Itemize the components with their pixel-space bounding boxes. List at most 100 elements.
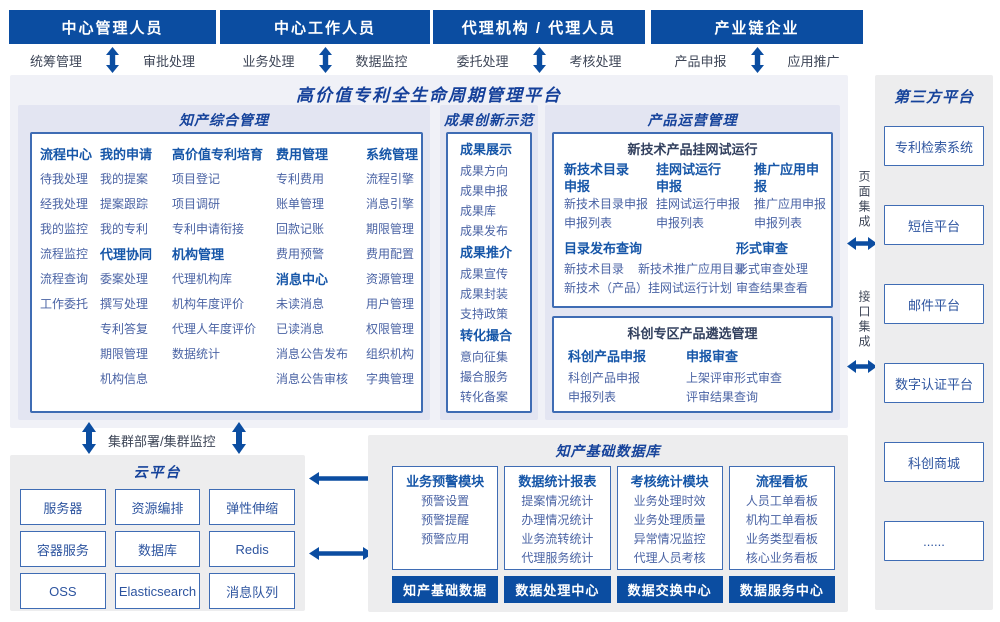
role-box-industry-chain: 产业链企业 (651, 10, 863, 44)
third-party-system: 短信平台 (884, 205, 984, 245)
menu-item: 回款记账 (276, 222, 325, 236)
menu-group-header: 申报审查 (686, 349, 739, 364)
role-action-label: 考核处理 (569, 53, 622, 69)
menu-item: 转化备案 (460, 390, 509, 404)
db-module: 业务预警模块 预警设置预警提醒预警应用 知产基础数据 (392, 466, 499, 603)
menu-item: 用户管理 (366, 297, 415, 311)
section-achievement: 成果创新示范 成果展示成果方向成果申报成果库成果发布成果推介成果宣传成果封装支持… (440, 105, 538, 420)
menu-items: 新技术目录新技术推广应用目录新技术（产品）挂网试运行计划 (564, 260, 746, 298)
menu-group-header: 转化撮合 (460, 328, 513, 343)
menu-group-header: 数据统计报表 (518, 474, 597, 489)
menu-items: 挂网试运行申报申报列表 (656, 195, 754, 233)
menu-item: 新技术（产品）挂网试运行计划 (564, 281, 733, 295)
role-box-center-staff: 中心工作人员 (220, 10, 430, 44)
role-actions: 产品申报 应用推广 (651, 47, 863, 73)
menu-group-header: 代理协同 (100, 247, 153, 262)
vertical-double-arrow-icon (232, 422, 246, 454)
menu-item: 消息公告审核 (276, 372, 349, 386)
vertical-double-arrow-icon (106, 47, 119, 73)
db-module-item: 代理服务统计 (521, 551, 594, 565)
menu-item: 字典管理 (366, 372, 415, 386)
menu-item: 成果封装 (460, 287, 509, 301)
vertical-double-arrow-icon (82, 422, 96, 454)
menu-item: 代理人年度评价 (172, 322, 257, 336)
achievement-box: 成果展示成果方向成果申报成果库成果发布成果推介成果宣传成果封装支持政策转化撮合意… (446, 132, 532, 413)
role-actions: 委托处理 考核处理 (433, 47, 645, 73)
menu-group-header: 流程看板 (755, 474, 808, 489)
platform-container: 高价值专利全生命周期管理平台 知产综合管理 流程中心待我处理经我处理我的监控流程… (10, 75, 848, 428)
db-module-item: 预警设置 (421, 494, 470, 508)
menu-items: 人员工单看板机构工单看板业务类型看板核心业务看板 (730, 492, 834, 568)
menu-item: 申报列表 (754, 216, 803, 230)
section-title: 成果创新示范 (444, 112, 534, 128)
menu-group-header: 流程中心 (40, 147, 93, 162)
menu-item: 成果申报 (460, 184, 509, 198)
section-product-operations: 产品运营管理 新技术产品挂网试运行 新技术目录申报 新技术目录申报申报列表 挂网… (545, 105, 840, 420)
catalog-query-group: 目录发布查询 新技术目录新技术推广应用目录新技术（产品）挂网试运行计划 (564, 237, 746, 298)
horizontal-double-arrow-icon (847, 237, 877, 250)
platform-title: 高价值专利全生命周期管理平台 (296, 86, 562, 105)
ip-database-title: 知产基础数据库 (555, 443, 661, 459)
menu-item: 期限管理 (366, 222, 415, 236)
db-module-box: 数据统计报表 提案情况统计办理情况统计业务流转统计代理服务统计 (504, 466, 611, 570)
menu-group-header: 费用管理 (276, 147, 329, 162)
third-party-title: 第三方平台 (893, 89, 974, 106)
new-tech-bottom: 目录发布查询 新技术目录新技术推广应用目录新技术（产品）挂网试运行计划 形式审查… (554, 233, 831, 298)
cloud-service: 消息队列 (209, 573, 295, 609)
menu-group-header: 成果展示 (460, 142, 513, 157)
cloud-service: Redis (209, 531, 295, 567)
cloud-service: 弹性伸缩 (209, 489, 295, 525)
vertical-double-arrow-icon (318, 47, 332, 73)
db-module-box: 考核统计模块 业务处理时效业务处理质量异常情况监控代理人员考核 (616, 466, 723, 570)
role-action-label: 数据监控 (355, 53, 408, 69)
menu-item: 组织机构 (366, 347, 415, 361)
menu-item: 提案跟踪 (100, 197, 149, 211)
db-module-item: 办理情况统计 (521, 513, 594, 527)
menu-item: 已读消息 (276, 322, 325, 336)
menu-item: 费用配置 (366, 247, 415, 261)
menu-items: 科创产品申报申报列表 (568, 369, 686, 407)
menu-item: 数据统计 (172, 347, 221, 361)
db-center-bar: 知产基础数据 (392, 576, 499, 603)
role-box-center-managers: 中心管理人员 (9, 10, 216, 44)
page-integration-label: 页面集成 (857, 170, 871, 230)
role-action-label: 委托处理 (456, 53, 509, 69)
menu-item: 项目调研 (172, 197, 221, 211)
menu-item: 费用预警 (276, 247, 325, 261)
menu-column: 科创产品申报 科创产品申报申报列表 (568, 344, 686, 407)
menu-items: 新技术目录申报申报列表 (564, 195, 656, 233)
menu-item: 我的提案 (100, 172, 149, 186)
menu-item: 流程查询 (40, 272, 89, 286)
cloud-service: OSS (20, 573, 106, 609)
menu-item: 撰写处理 (100, 297, 149, 311)
menu-items: 上架评审形式审查评审结果查询 (686, 369, 831, 407)
menu-item: 经我处理 (40, 197, 89, 211)
menu-item: 项目登记 (172, 172, 221, 186)
menu-item: 新技术推广应用目录 (638, 262, 747, 276)
menu-item: 流程监控 (40, 247, 89, 261)
db-center-bar: 数据服务中心 (728, 576, 835, 603)
db-module: 数据统计报表 提案情况统计办理情况统计业务流转统计代理服务统计 数据处理中心 (504, 466, 611, 603)
menu-item: 期限管理 (100, 347, 149, 361)
menu-item: 工作委托 (40, 297, 89, 311)
menu-item: 成果宣传 (460, 267, 509, 281)
section-ip-management: 知产综合管理 流程中心待我处理经我处理我的监控流程监控流程查询工作委托 我的申请… (18, 105, 430, 420)
menu-item: 流程引擎 (366, 172, 415, 186)
db-module-item: 预警应用 (421, 532, 470, 546)
menu-column: 高价值专利培育项目登记项目调研专利申请衔接机构管理代理机构库机构年度评价代理人年… (172, 142, 276, 411)
menu-item-row: 新技术（产品）挂网试运行计划 (564, 279, 736, 298)
db-module-item: 提案情况统计 (521, 494, 594, 508)
menu-items: 业务处理时效业务处理质量异常情况监控代理人员考核 (618, 492, 722, 568)
menu-item: 撮合服务 (460, 370, 509, 384)
cloud-platform-title: 云平台 (133, 464, 182, 480)
role-actions: 业务处理 数据监控 (220, 47, 430, 73)
menu-group-header: 目录发布查询 (564, 241, 643, 256)
vertical-double-arrow-icon (750, 47, 764, 73)
menu-group-header: 系统管理 (366, 147, 419, 162)
menu-items: 形式审查处理审查结果查看 (736, 260, 831, 298)
menu-item: 专利费用 (276, 172, 325, 186)
api-integration-label: 接口集成 (857, 290, 871, 350)
db-module-box: 业务预警模块 预警设置预警提醒预警应用 (392, 466, 499, 570)
